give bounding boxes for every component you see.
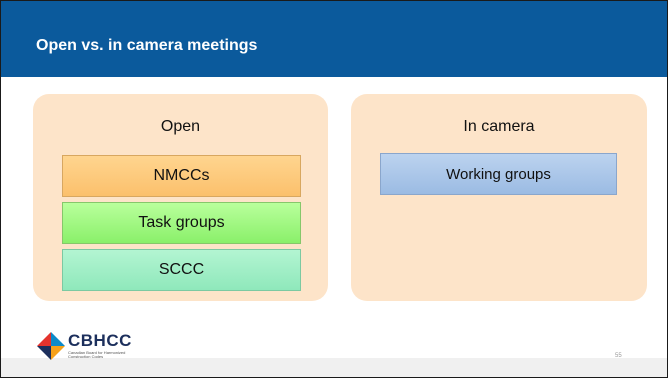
header-bar: Open vs. in camera meetings [1, 1, 667, 77]
in-camera-panel: In camera Working groups [351, 94, 647, 301]
footer-bar [1, 358, 667, 377]
cbhcc-logo: CBHCC Canadian Board for Harmonized Cons… [36, 329, 156, 363]
logo-subtitle: Canadian Board for Harmonized Constructi… [68, 350, 126, 359]
open-panel: Open NMCCs Task groups SCCC [33, 94, 328, 301]
logo-diamond-icon [37, 332, 65, 360]
task-groups-box: Task groups [62, 202, 301, 244]
open-panel-title: Open [160, 118, 201, 135]
sccc-box: SCCC [62, 249, 301, 291]
in-camera-panel-title: In camera [463, 118, 535, 135]
working-groups-box: Working groups [380, 153, 617, 195]
logo-name: CBHCC [68, 331, 132, 350]
nmccs-box: NMCCs [62, 155, 301, 197]
page-number: 55 [615, 353, 622, 359]
slide-title: Open vs. in camera meetings [36, 37, 258, 54]
